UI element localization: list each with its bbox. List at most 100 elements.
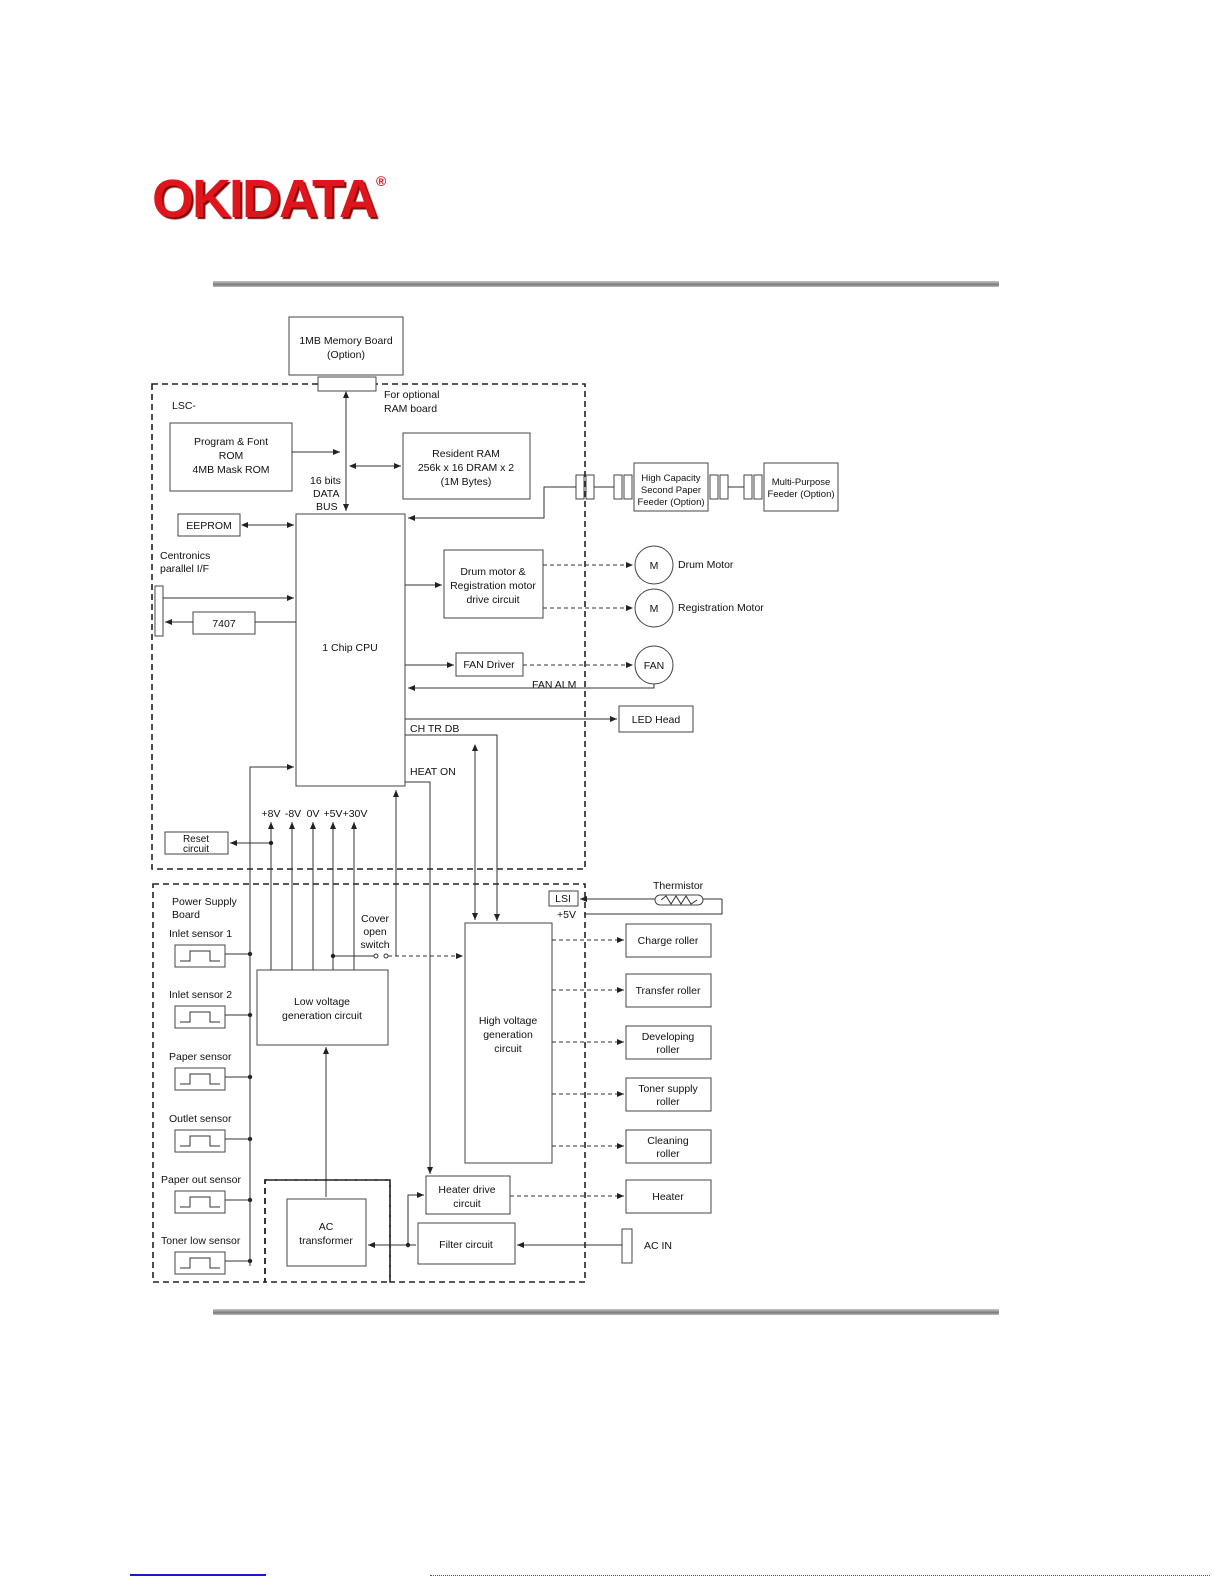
memory-board-connector [317, 376, 377, 392]
parallel-port-connector [154, 585, 164, 637]
sensor-box [174, 944, 226, 968]
switch-contact-a [373, 953, 379, 959]
reset-line2: circuit [183, 844, 209, 855]
memory-board-line2: (Option) [327, 349, 365, 361]
cover-switch-line1: Cover [361, 913, 390, 925]
ac-transformer-line2: transformer [299, 1235, 353, 1247]
rom-box [169, 422, 293, 492]
output-label: roller [656, 1044, 680, 1056]
sensor-symbol [180, 1135, 220, 1147]
registered-mark: ® [375, 173, 387, 189]
output-box [625, 1077, 712, 1112]
thermistor-zigzag [660, 895, 698, 905]
registration-motor-m: M [650, 603, 659, 615]
high-voltage-line1: High voltage [479, 1015, 538, 1027]
rom-line2: ROM [219, 450, 244, 462]
voltage-plus8v: +8V [262, 808, 281, 820]
sensor-label: Toner low sensor [161, 1235, 241, 1247]
cover-switch-line3: switch [360, 939, 389, 951]
multi-purpose-line1: Multi-Purpose [772, 477, 831, 488]
high-voltage-line2: generation [483, 1029, 533, 1041]
multi-purpose-line2: Feeder (Option) [767, 489, 834, 500]
top-divider [213, 281, 999, 287]
sensor-label: Inlet sensor 2 [169, 989, 232, 1001]
drum-motor-m: M [650, 560, 659, 572]
output-box [625, 923, 712, 958]
sensor-label: Paper sensor [169, 1051, 232, 1063]
optional-ram-line1: For optional [384, 389, 439, 401]
fan-driver-label: FAN Driver [463, 659, 515, 671]
ic-7407-box [192, 611, 256, 635]
rom-line3: 4MB Mask ROM [192, 464, 269, 476]
voltage-plus30v: +30V [343, 808, 368, 820]
led-head-box [618, 705, 694, 733]
power-supply-outline [152, 883, 586, 1283]
bus-line2: DATA [313, 488, 339, 500]
heat-on-label: HEAT ON [410, 766, 456, 778]
high-capacity-line1: High Capacity [641, 473, 700, 484]
output-label: Transfer roller [636, 985, 701, 997]
lsc-board-outline [151, 383, 586, 870]
resident-ram-line2: 256k x 16 DRAM x 2 [418, 462, 514, 474]
filter-box [417, 1222, 516, 1265]
feeder-connector-d [623, 474, 633, 500]
voltage-plus5v: +5V [324, 808, 343, 820]
footer-link[interactable] [130, 1574, 266, 1576]
ac-in-plug [621, 1228, 633, 1264]
output-box [625, 973, 712, 1008]
low-voltage-line2: generation circuit [282, 1010, 362, 1022]
heater-drive-box [425, 1175, 511, 1215]
bus-line3: BUS [316, 501, 338, 513]
feeder-connector-f [719, 474, 729, 500]
sensor-box [174, 1129, 226, 1153]
low-voltage-box [256, 969, 389, 1046]
memory-board-box [288, 316, 404, 376]
power-supply-line1: Power Supply [172, 896, 238, 908]
output-label: roller [656, 1096, 680, 1108]
connection-lines [163, 391, 723, 1266]
bottom-divider [213, 1309, 999, 1315]
bus-line1: 16 bits [310, 475, 341, 487]
reset-box [164, 831, 229, 855]
sensor-label: Outlet sensor [169, 1113, 232, 1125]
voltage-minus8v: -8V [285, 808, 301, 820]
sensor-box [174, 1067, 226, 1091]
high-voltage-line3: circuit [494, 1043, 522, 1055]
feeder-connector-b [585, 474, 595, 500]
drum-motor-symbol [634, 545, 674, 585]
rom-line1: Program & Font [194, 436, 268, 448]
plus5v-label: +5V [557, 909, 576, 921]
memory-board-line1: 1MB Memory Board [299, 335, 393, 347]
output-label: Heater [652, 1191, 684, 1203]
lsi-box [548, 890, 579, 907]
okidata-logo: OKIDATA® [152, 169, 387, 229]
eeprom-box [177, 513, 241, 537]
sensor-symbol [180, 1257, 220, 1269]
output-box [625, 1025, 712, 1060]
output-box [625, 1129, 712, 1164]
reset-line1: Reset [183, 834, 209, 845]
lsc-label: LSC- [172, 400, 196, 412]
switch-contact-b [383, 953, 389, 959]
optional-ram-line2: RAM board [384, 403, 437, 415]
output-label: Developing [642, 1031, 695, 1043]
cpu-box [295, 513, 406, 787]
low-voltage-line1: Low voltage [294, 996, 350, 1008]
filter-label: Filter circuit [439, 1239, 493, 1251]
centronics-line1: Centronics [160, 550, 210, 562]
sensor-symbol [180, 1073, 220, 1085]
registration-motor-symbol [634, 588, 674, 628]
cover-switch-line2: open [363, 926, 387, 938]
sensor-box [174, 1190, 226, 1214]
resident-ram-line1: Resident RAM [432, 448, 500, 460]
drum-driver-line2: Registration motor [450, 580, 536, 592]
ac-section-outline [264, 1179, 391, 1283]
feeder-connector-c [613, 474, 623, 500]
drum-driver-line1: Drum motor & [460, 566, 525, 578]
thermistor-label: Thermistor [653, 880, 704, 892]
sensor-box [174, 1005, 226, 1029]
ac-in-label: AC IN [644, 1240, 672, 1252]
ac-transformer-box [286, 1198, 367, 1267]
